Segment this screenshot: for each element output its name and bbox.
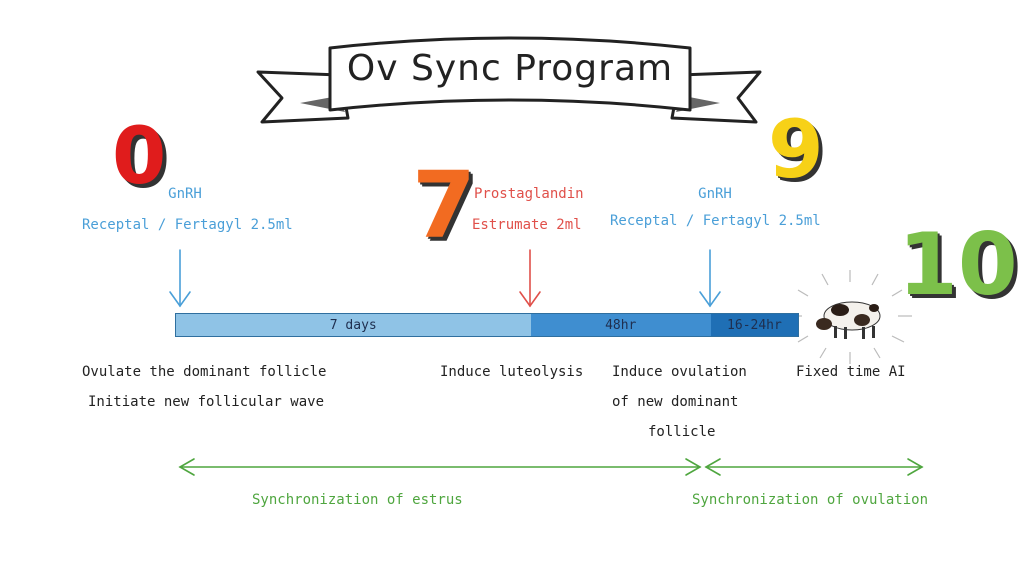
injection-7-dose: Estrumate 2ml	[472, 217, 582, 233]
down-arrow-day7	[519, 249, 541, 308]
injection-9-drug: GnRH	[698, 186, 732, 202]
estrus-range-arrow	[178, 458, 702, 476]
injection-9-dose: Receptal / Fertagyl 2.5ml	[610, 213, 821, 229]
day-7-number: 7	[412, 152, 477, 259]
cow-icon	[816, 301, 881, 339]
timeline-segment-7-days: 7 days	[176, 314, 531, 336]
day0-effect-2: Initiate new follicular wave	[88, 394, 325, 410]
day10-effect-1: Fixed time AI	[796, 364, 906, 380]
timeline-segment-48hr: 48hr	[530, 314, 711, 336]
page-title: Ov Sync Program	[346, 48, 674, 89]
day-9-number: 9	[768, 103, 824, 196]
day9-effect-2: of new dominant	[612, 394, 739, 410]
sync-ovulation-label: Synchronization of ovulation	[692, 492, 929, 508]
injection-0-dose: Receptal / Fertagyl 2.5ml	[82, 217, 293, 233]
injection-0-drug: GnRH	[168, 186, 202, 202]
day-0-number: 0	[112, 112, 167, 202]
day-10-number: 10	[898, 215, 1018, 315]
day9-effect-3: follicle	[648, 424, 716, 440]
day9-effect-1: Induce ovulation	[612, 364, 747, 380]
injection-7-drug: Prostaglandin	[474, 186, 584, 202]
ovulation-range-arrow	[704, 458, 924, 476]
sync-estrus-label: Synchronization of estrus	[252, 492, 463, 508]
down-arrow-day0	[169, 249, 191, 308]
timeline-bar: 7 days 48hr 16-24hr	[175, 313, 799, 337]
timeline-segment-16-24hr: 16-24hr	[710, 314, 798, 336]
day7-effect-1: Induce luteolysis	[440, 364, 584, 380]
day0-effect-1: Ovulate the dominant follicle	[82, 364, 327, 380]
down-arrow-day9	[699, 249, 721, 308]
